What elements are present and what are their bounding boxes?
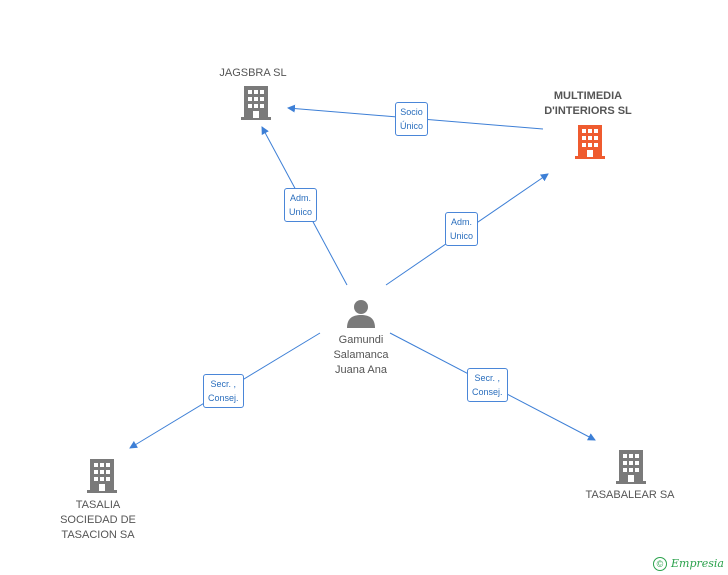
node-label-person[interactable]: Gamundi Salamanca Juana Ana [311, 333, 411, 378]
edge-label-line1: Adm. [451, 217, 473, 227]
edge-label-line2: Unico [450, 231, 474, 241]
edge-label-adm-jagsbra[interactable]: Adm. Unico [284, 188, 318, 222]
edge-label-line1: Secr. , [474, 373, 501, 383]
edge-label-line1: Socio [400, 107, 423, 117]
building-icon[interactable] [615, 450, 647, 484]
node-label-multimedia[interactable]: MULTIMEDIA D'INTERIORS SL [528, 89, 648, 119]
person-name-line3: Juana Ana [335, 364, 387, 376]
building-icon[interactable] [86, 459, 118, 493]
node-label-multimedia-line1: MULTIMEDIA [553, 90, 623, 102]
tasalia-line3: TASACION SA [61, 529, 135, 541]
copyright-icon: © [653, 557, 667, 571]
node-label-tasalia[interactable]: TASALIA SOCIEDAD DE TASACION SA [48, 498, 148, 543]
edge-label-secr-tasalia[interactable]: Secr. , Consej. [203, 374, 244, 408]
edge-label-secr-tasabalear[interactable]: Secr. , Consej. [467, 368, 508, 402]
node-label-jagsbra[interactable]: JAGSBRA SL [219, 67, 287, 79]
building-icon-highlight[interactable] [574, 125, 606, 159]
edge-label-line2: Consej. [208, 393, 239, 403]
edge-label-adm-multimedia[interactable]: Adm. Unico [445, 212, 479, 246]
person-name-line2: Salamanca [333, 349, 389, 361]
person-name-line1: Gamundi [338, 334, 384, 346]
tasalia-line1: TASALIA [75, 499, 121, 511]
edge-label-line1: Secr. , [210, 379, 237, 389]
node-label-tasabalear[interactable]: TASABALEAR SA [585, 489, 675, 501]
edge-label-line1: Adm. [290, 193, 312, 203]
tasalia-line2: SOCIEDAD DE [60, 514, 136, 526]
node-label-multimedia-line2: D'INTERIORS SL [544, 105, 632, 117]
person-icon[interactable] [346, 298, 376, 328]
edge-label-line2: Unico [289, 207, 313, 217]
brand-name: Empresia [671, 557, 724, 570]
edge-label-line2: Consej. [472, 387, 503, 397]
edge-label-line2: Único [400, 121, 424, 131]
edge-label-socio-unico[interactable]: Socio Único [395, 102, 429, 136]
building-icon[interactable] [240, 86, 272, 120]
empresia-logo: © Empresia [653, 557, 724, 571]
